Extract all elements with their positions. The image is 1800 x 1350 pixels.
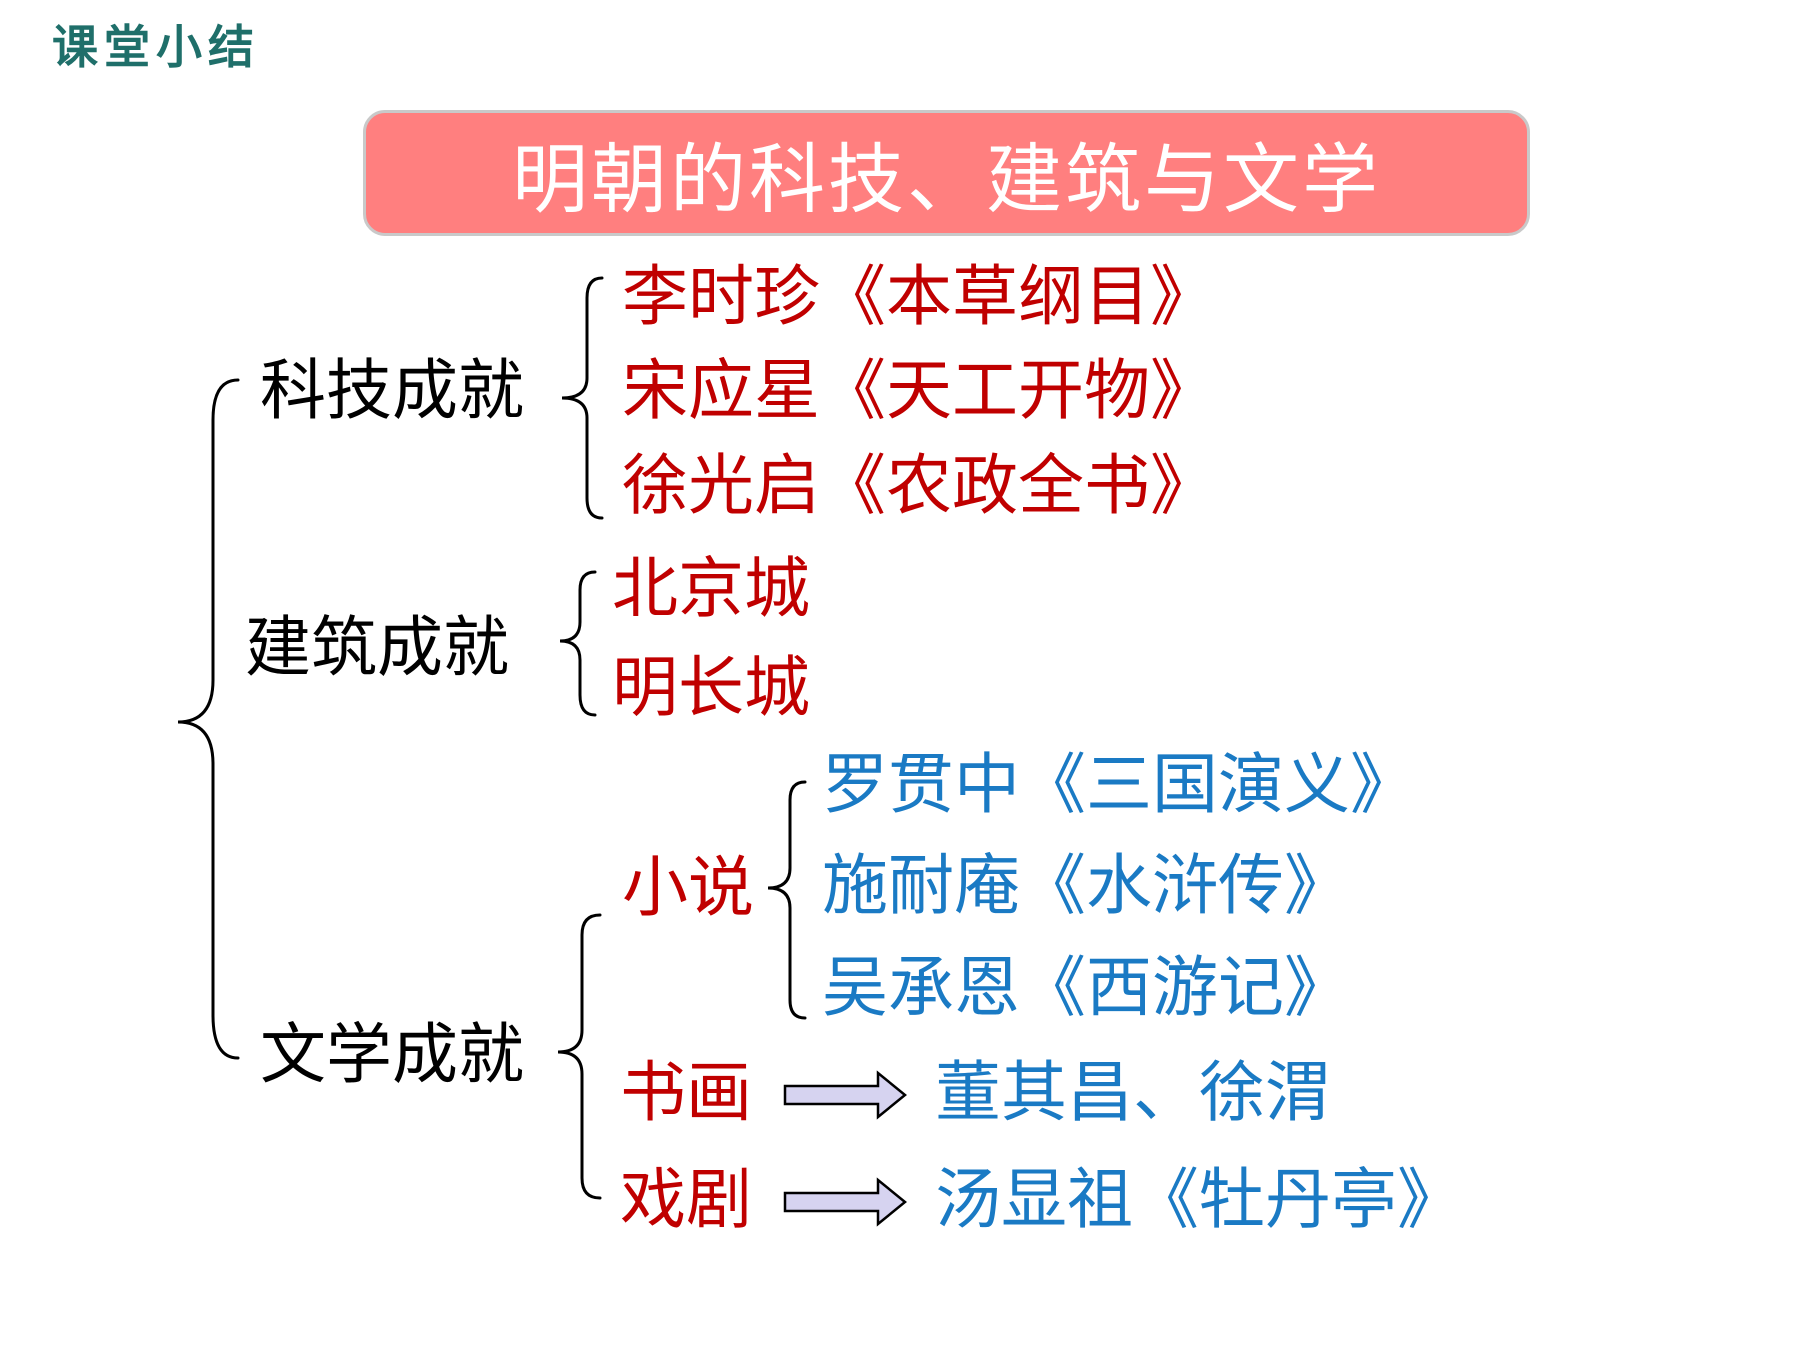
drama-label: 戏剧 [620, 1161, 752, 1238]
tech-brace [561, 276, 604, 520]
lit-brace [557, 913, 602, 1200]
tech-item: 李时珍《本草纲目》 [622, 258, 1216, 335]
arch-item: 北京城 [612, 550, 810, 627]
novel-item: 罗贯中《三国演义》 [822, 746, 1416, 823]
category-tech: 科技成就 [260, 352, 524, 429]
tech-item: 徐光启《农政全书》 [622, 447, 1216, 524]
novel-brace [767, 780, 807, 1020]
main-title: 明朝的科技、建筑与文学 [512, 135, 1381, 224]
arch-item: 明长城 [612, 649, 810, 726]
painting-arrow-icon [783, 1070, 907, 1120]
painting-label: 书画 [620, 1054, 752, 1131]
corner-title: 课堂小结 [52, 20, 260, 74]
title-box: 明朝的科技、建筑与文学 [363, 110, 1530, 236]
category-lit: 文学成就 [260, 1016, 524, 1093]
category-arch: 建筑成就 [245, 609, 509, 686]
novel-item: 施耐庵《水浒传》 [822, 847, 1350, 924]
novel-item: 吴承恩《西游记》 [822, 949, 1350, 1026]
main-brace [177, 378, 240, 1060]
novel-label: 小说 [622, 849, 754, 926]
painters: 董其昌、徐渭 [935, 1054, 1331, 1131]
arch-brace [559, 570, 597, 717]
drama-arrow-icon [783, 1177, 907, 1227]
tech-item: 宋应星《天工开物》 [622, 352, 1216, 429]
drama-item: 汤显祖《牡丹亭》 [935, 1161, 1463, 1238]
